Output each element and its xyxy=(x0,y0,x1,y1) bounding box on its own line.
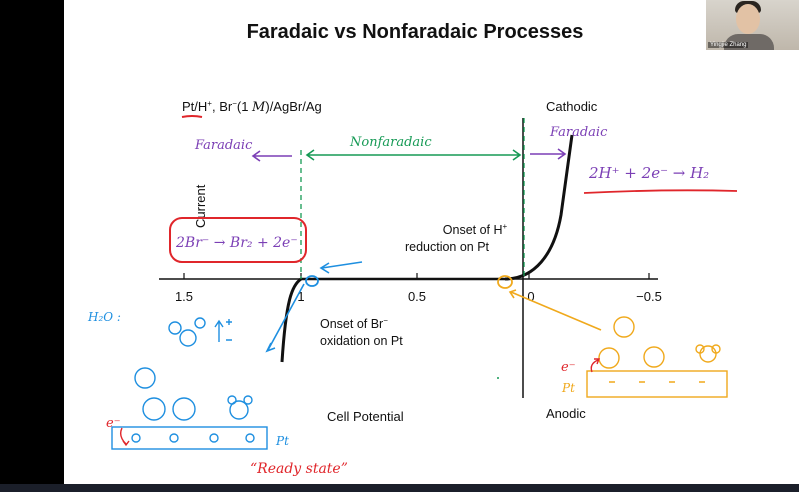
ink-h2o: H₂O : xyxy=(87,310,121,324)
tick-0: 0 xyxy=(527,289,534,304)
cathodic-current-curve xyxy=(504,134,574,281)
ink-dot xyxy=(497,377,499,379)
ink-faradaic-left: Faradaic xyxy=(194,138,253,153)
br-onset-label: Onset of Br− xyxy=(320,316,388,331)
ink-right-reaction: 2H⁺ + 2e⁻ → H₂ xyxy=(588,164,709,182)
participant-name: Yingjie Zhang xyxy=(708,42,749,48)
participant-body xyxy=(724,34,774,50)
h-onset-label: Onset of H+ xyxy=(443,222,508,237)
ink-faradaic-right: Faradaic xyxy=(549,125,608,140)
ink-red-box xyxy=(169,217,307,263)
anodic-current-curve xyxy=(280,277,302,363)
ink-blue-arrow-top xyxy=(319,261,363,274)
webcam-tile[interactable]: Yingjie Zhang xyxy=(706,0,799,50)
ink-orange-circle-onset xyxy=(497,275,513,289)
participant-head xyxy=(736,4,760,34)
ink-ready-state: “Ready state” xyxy=(250,461,348,477)
red-underline xyxy=(181,115,203,118)
ink-pt-right: Pt xyxy=(561,381,575,395)
cell-label: Pt/H+, Br−(1 M)/AgBr/Ag xyxy=(182,99,322,115)
ink-blue-arrow-onset xyxy=(265,283,305,353)
ink-orange-arrow xyxy=(508,289,602,331)
ink-water-molecule xyxy=(168,317,232,347)
ink-nonfaradaic: Nonfaradaic xyxy=(349,135,432,150)
tick-neg-0-5: −0.5 xyxy=(636,289,662,304)
y-axis-label: Current xyxy=(193,184,208,228)
ink-e-right-arrow xyxy=(590,358,601,373)
slide-canvas: Faradaic vs Nonfaradaic Processes Pt/H+,… xyxy=(87,21,738,477)
tick-0-5: 0.5 xyxy=(408,289,426,304)
ink-left-electrode-ions xyxy=(111,367,268,450)
x-axis-label: Cell Potential xyxy=(327,409,404,424)
bottom-bar xyxy=(0,484,799,492)
br-onset-label-line2: oxidation on Pt xyxy=(320,334,403,348)
tick-1-5: 1.5 xyxy=(175,289,193,304)
ink-nonfaradaic-arrow xyxy=(305,149,522,161)
tick-1: 1 xyxy=(297,289,304,304)
ink-red-underline-right xyxy=(583,189,738,194)
anodic-label: Anodic xyxy=(546,406,586,421)
ink-e-left: e⁻ xyxy=(106,416,121,431)
ink-right-arrow xyxy=(530,148,567,160)
ink-left-reaction: 2Br⁻ → Br₂ + 2e⁻ xyxy=(175,235,298,251)
cathodic-label: Cathodic xyxy=(546,99,598,114)
ink-e-left-arrow xyxy=(119,427,130,447)
ink-right-electrode-ions xyxy=(586,316,728,398)
ink-e-right: e⁻ xyxy=(561,360,576,375)
slide: Faradaic vs Nonfaradaic Processes Pt/H+,… xyxy=(64,0,799,484)
h-onset-label-line2: reduction on Pt xyxy=(405,240,490,254)
ink-blue-circle-onset xyxy=(305,275,319,287)
slide-title: Faradaic vs Nonfaradaic Processes xyxy=(247,21,584,43)
ink-left-arrow xyxy=(251,150,292,162)
ink-pt-left: Pt xyxy=(275,434,289,448)
